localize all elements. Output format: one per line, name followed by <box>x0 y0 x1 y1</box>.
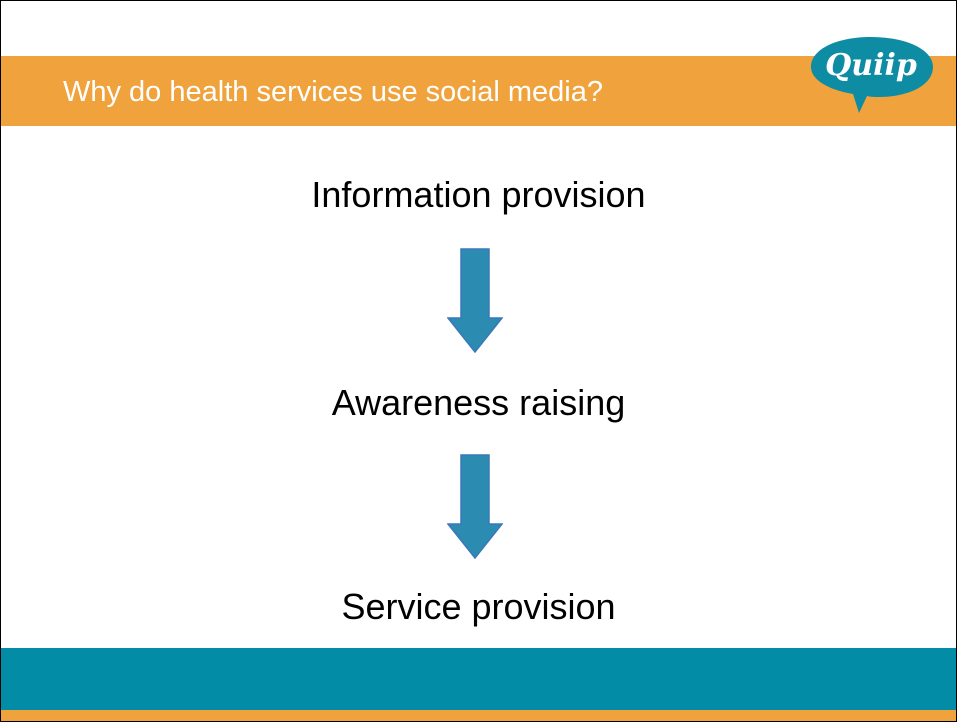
step-information-provision: Information provision <box>311 174 646 215</box>
down-arrow-icon <box>447 248 503 353</box>
down-arrow-icon <box>447 454 503 559</box>
quiip-logo: Quiip <box>809 35 941 115</box>
step-service-provision: Service provision <box>341 586 616 627</box>
footer-band-teal <box>1 648 956 710</box>
footer-band-orange <box>1 710 956 721</box>
logo-text: Quiip <box>825 48 917 83</box>
slide-title: Why do health services use social media? <box>63 76 603 108</box>
step-awareness-raising: Awareness raising <box>331 382 626 423</box>
speech-bubble-logo-icon <box>811 37 933 113</box>
title-bar <box>1 56 956 126</box>
